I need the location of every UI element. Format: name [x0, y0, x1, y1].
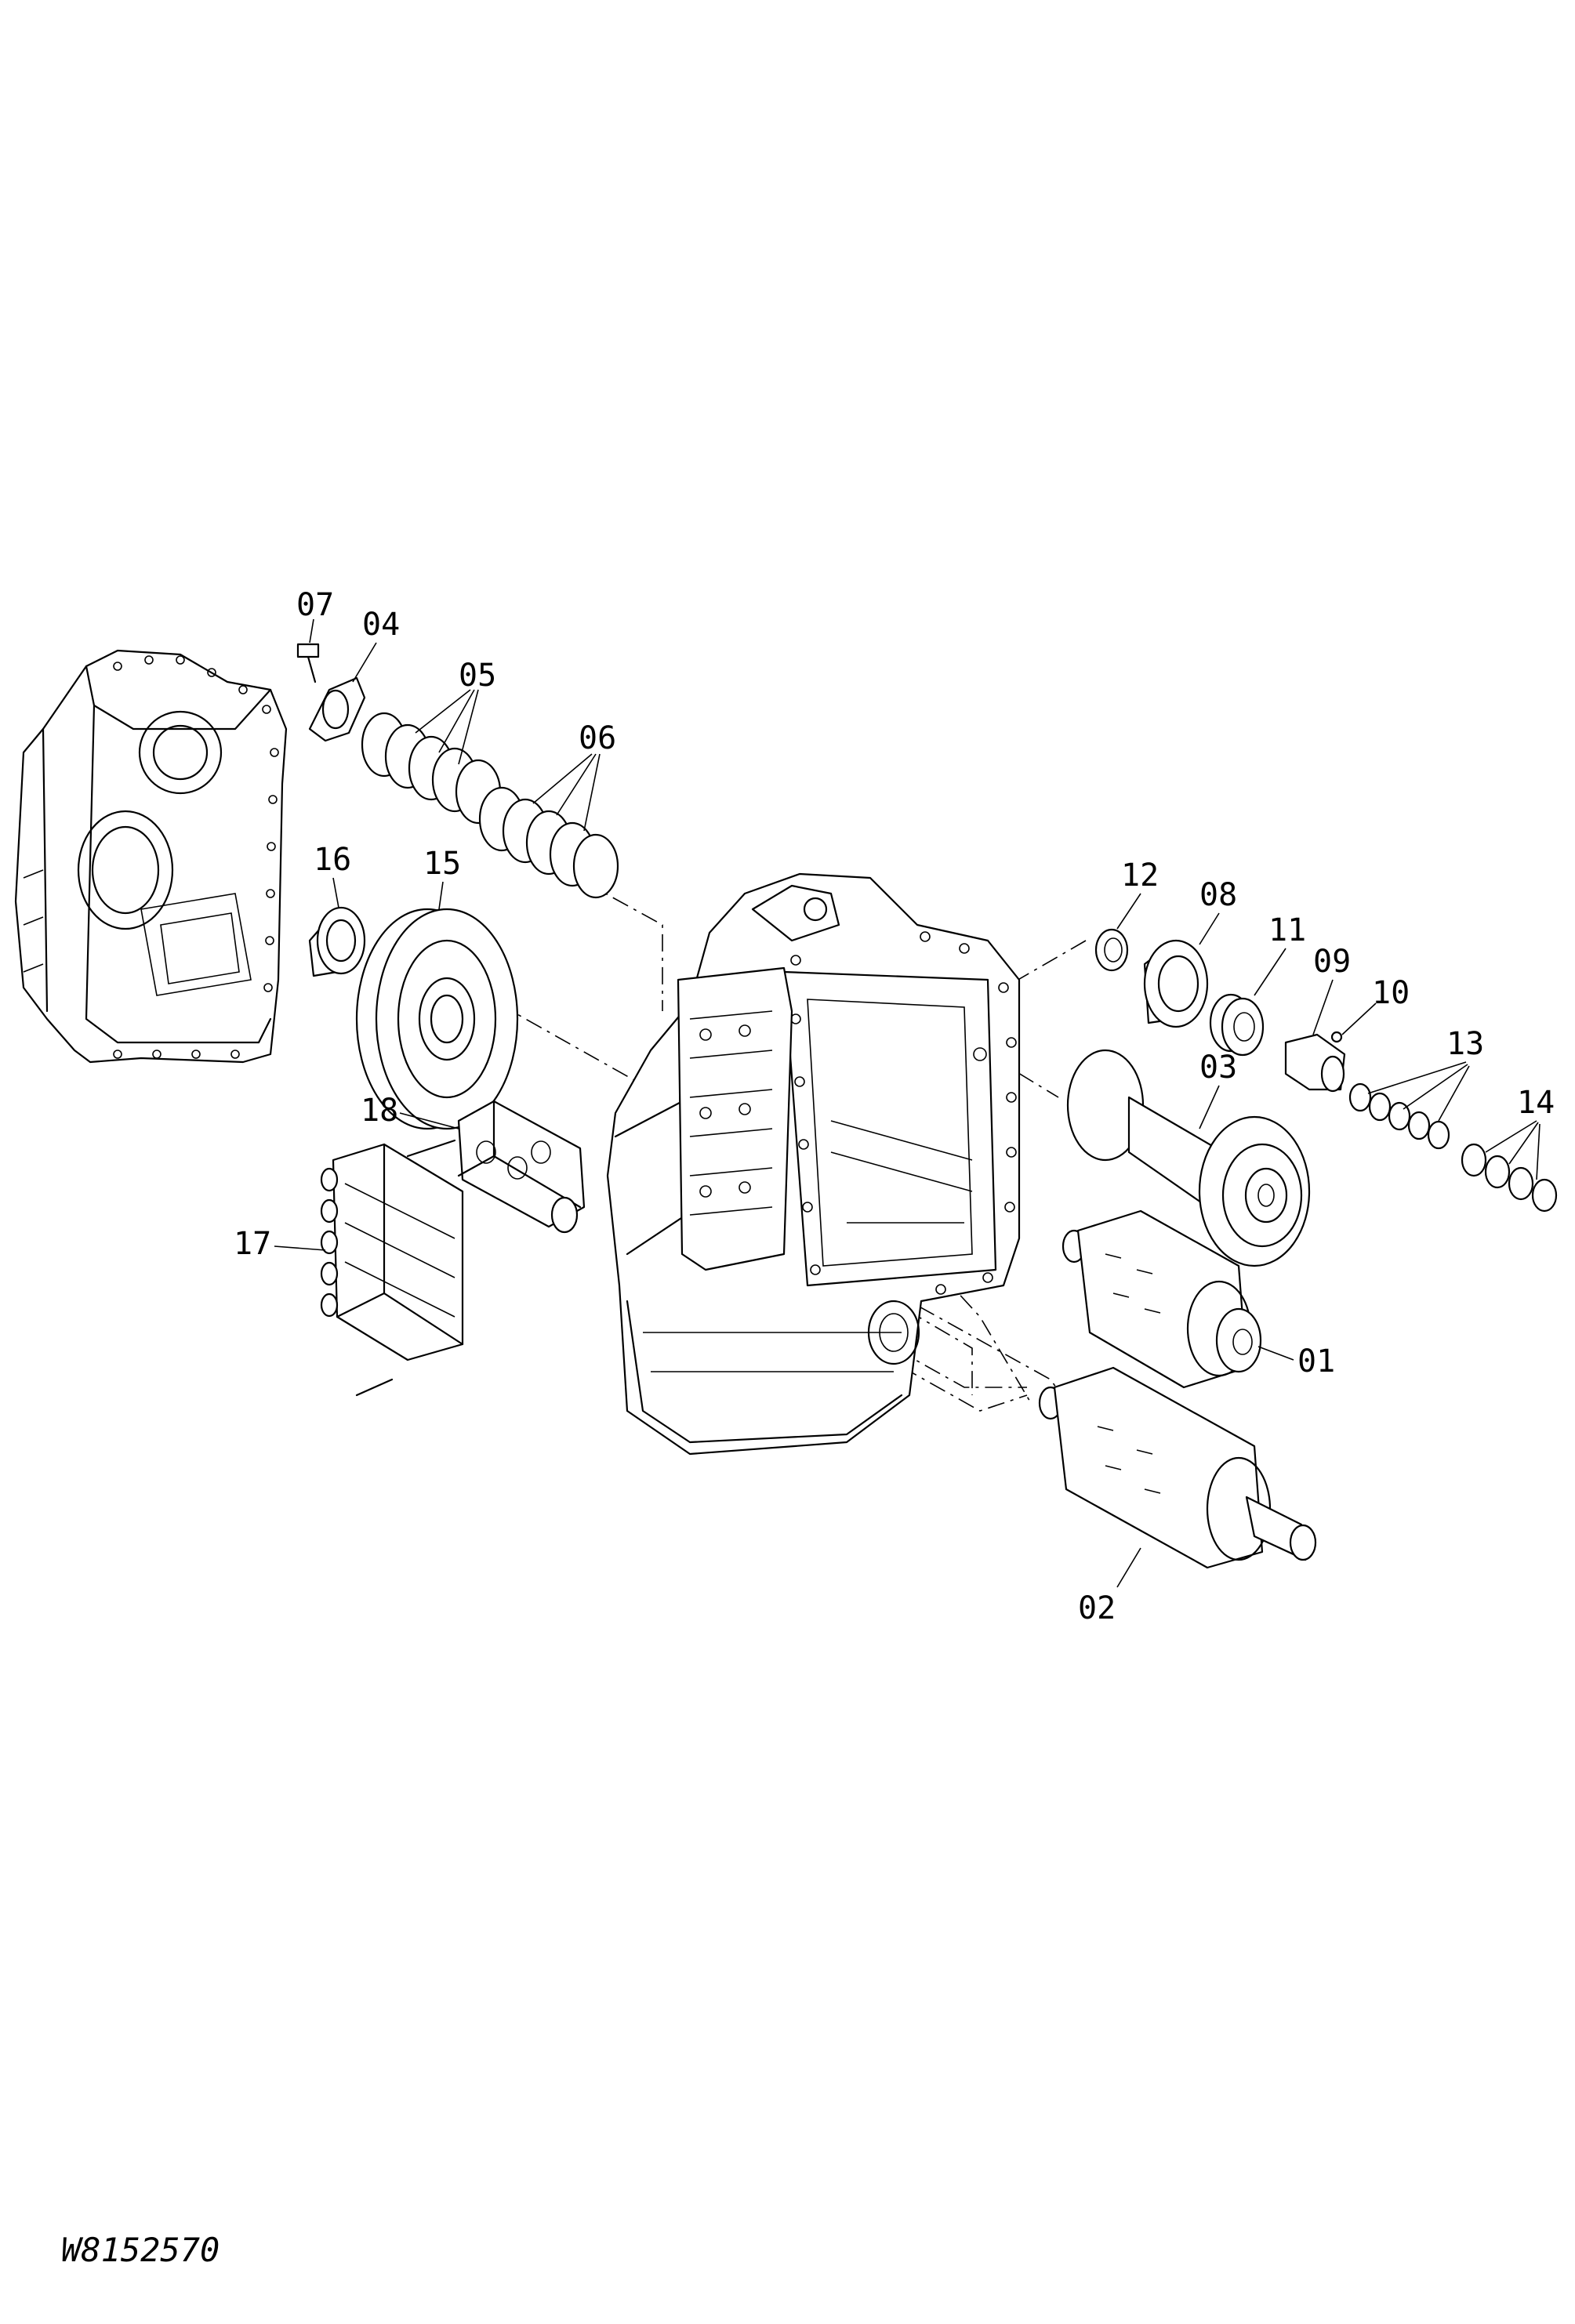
callout-03: 03 — [1199, 1050, 1237, 1086]
callout-13: 13 — [1446, 1026, 1484, 1062]
callout-12: 12 — [1121, 857, 1159, 894]
callout-10: 10 — [1372, 975, 1410, 1011]
shims-13 — [1348, 1082, 1450, 1150]
ring-12 — [1094, 928, 1129, 972]
callout-16: 16 — [314, 842, 351, 878]
seal-rings-06 — [478, 786, 619, 899]
valve-plate — [677, 966, 793, 1271]
control-valve-17 — [320, 1143, 464, 1397]
callout-18: 18 — [361, 1093, 398, 1129]
callout-labels: 07 04 05 06 16 15 12 08 11 09 10 13 03 1… — [234, 587, 1555, 1626]
bearing-16 — [308, 906, 366, 977]
main-housing — [606, 872, 1021, 1456]
leader-lines — [274, 618, 1541, 1588]
callout-17: 17 — [234, 1226, 271, 1262]
callout-14: 14 — [1517, 1085, 1555, 1121]
bolt-07 — [296, 643, 320, 683]
gear-disc-15 — [355, 908, 519, 1130]
flange-04 — [308, 676, 366, 742]
shaft-03 — [1066, 1049, 1311, 1267]
pin-10 — [1330, 1031, 1343, 1043]
bearing-08 — [1143, 939, 1209, 1028]
callout-01: 01 — [1297, 1343, 1335, 1380]
cover-housing — [14, 649, 288, 1064]
callout-11: 11 — [1268, 912, 1306, 948]
figure-code: W8152570 — [61, 2231, 220, 2269]
callout-06: 06 — [579, 720, 616, 756]
callout-15: 15 — [423, 846, 461, 882]
callout-02: 02 — [1078, 1590, 1116, 1626]
sleeve-09 — [1284, 1033, 1346, 1093]
bearing-11 — [1209, 993, 1265, 1057]
shims-14 — [1461, 1143, 1558, 1213]
callout-04: 04 — [362, 607, 400, 643]
callout-05: 05 — [459, 658, 496, 694]
clutch-unit-02 — [1038, 1366, 1317, 1569]
callout-08: 08 — [1199, 877, 1237, 913]
clutch-unit-01 — [1061, 1209, 1262, 1389]
valve-block-18 — [406, 1100, 586, 1234]
callout-09: 09 — [1313, 944, 1351, 980]
callout-07: 07 — [296, 587, 334, 623]
seal-rings-05 — [361, 712, 502, 825]
